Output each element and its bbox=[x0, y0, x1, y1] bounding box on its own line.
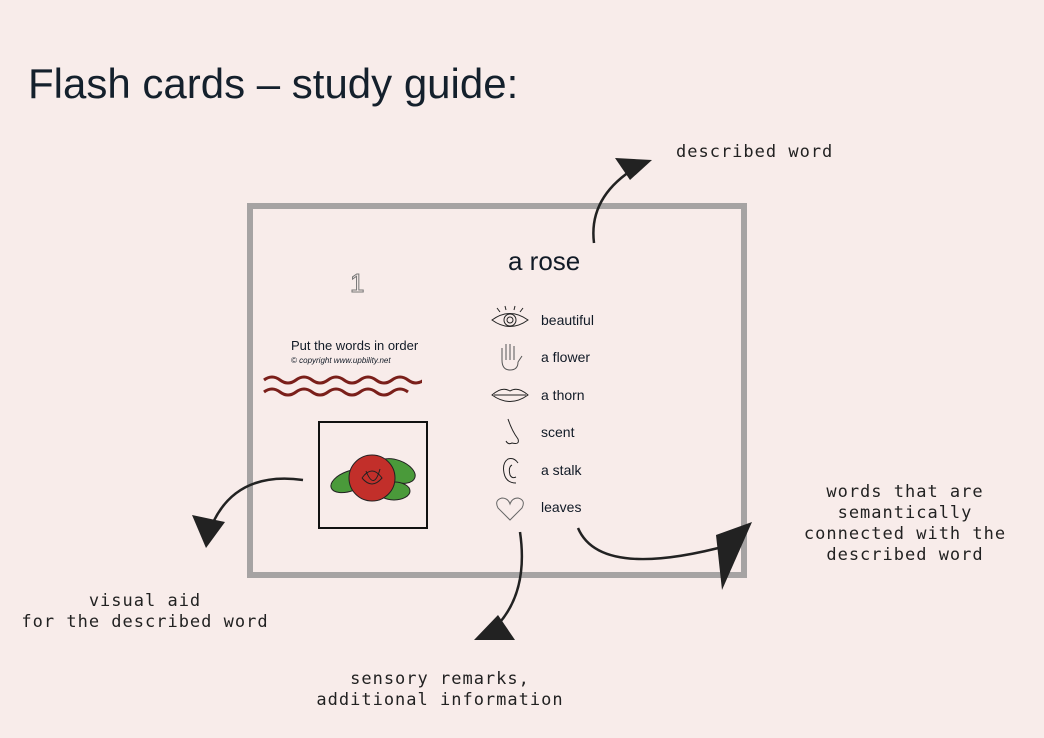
annotation-sensory: sensory remarks, additional information bbox=[300, 669, 580, 711]
annotation-line: connected with the bbox=[803, 524, 1007, 544]
annotation-described-word: described word bbox=[676, 142, 834, 162]
annotation-line: words that are bbox=[826, 482, 984, 502]
list-item: leaves bbox=[490, 491, 690, 523]
item-label: leaves bbox=[541, 499, 582, 515]
page-title: Flash cards – study guide: bbox=[28, 60, 519, 107]
list-item: scent bbox=[490, 416, 690, 448]
flash-card bbox=[247, 203, 747, 578]
annotation-line: additional information bbox=[316, 690, 564, 710]
rose-icon bbox=[330, 454, 416, 502]
list-item: a flower bbox=[490, 341, 690, 373]
annotation-line: semantically bbox=[837, 503, 973, 523]
instruction-text: Put the words in order bbox=[291, 338, 419, 353]
list-item: beautiful bbox=[490, 304, 690, 336]
heart-icon bbox=[496, 497, 524, 521]
annotation-line: described word bbox=[826, 545, 984, 565]
annotation-line: visual aid bbox=[88, 591, 202, 611]
item-label: a thorn bbox=[541, 387, 585, 403]
wavy-lines bbox=[263, 375, 422, 397]
nose-icon bbox=[505, 418, 519, 445]
annotation-semantic: words that are semantically connected wi… bbox=[780, 482, 1030, 566]
visual-aid-image bbox=[318, 421, 428, 529]
eye-icon bbox=[491, 305, 529, 327]
item-label: scent bbox=[541, 424, 575, 440]
hand-icon bbox=[501, 344, 523, 371]
item-label: a flower bbox=[541, 349, 591, 365]
card-number: 1 bbox=[349, 268, 365, 299]
annotation-line: sensory remarks, bbox=[350, 669, 530, 689]
item-label: a stalk bbox=[541, 462, 582, 478]
described-word: a rose bbox=[508, 246, 581, 276]
list-item: a thorn bbox=[490, 379, 690, 411]
item-label: beautiful bbox=[541, 312, 594, 328]
annotation-line: for the described word bbox=[21, 612, 269, 632]
list-item: a stalk bbox=[490, 454, 690, 486]
lips-icon bbox=[491, 388, 529, 402]
copyright-text: © copyright www.upbility.net bbox=[291, 356, 391, 365]
annotation-visual-aid: visual aid for the described word bbox=[0, 591, 290, 633]
ear-icon bbox=[503, 458, 519, 484]
